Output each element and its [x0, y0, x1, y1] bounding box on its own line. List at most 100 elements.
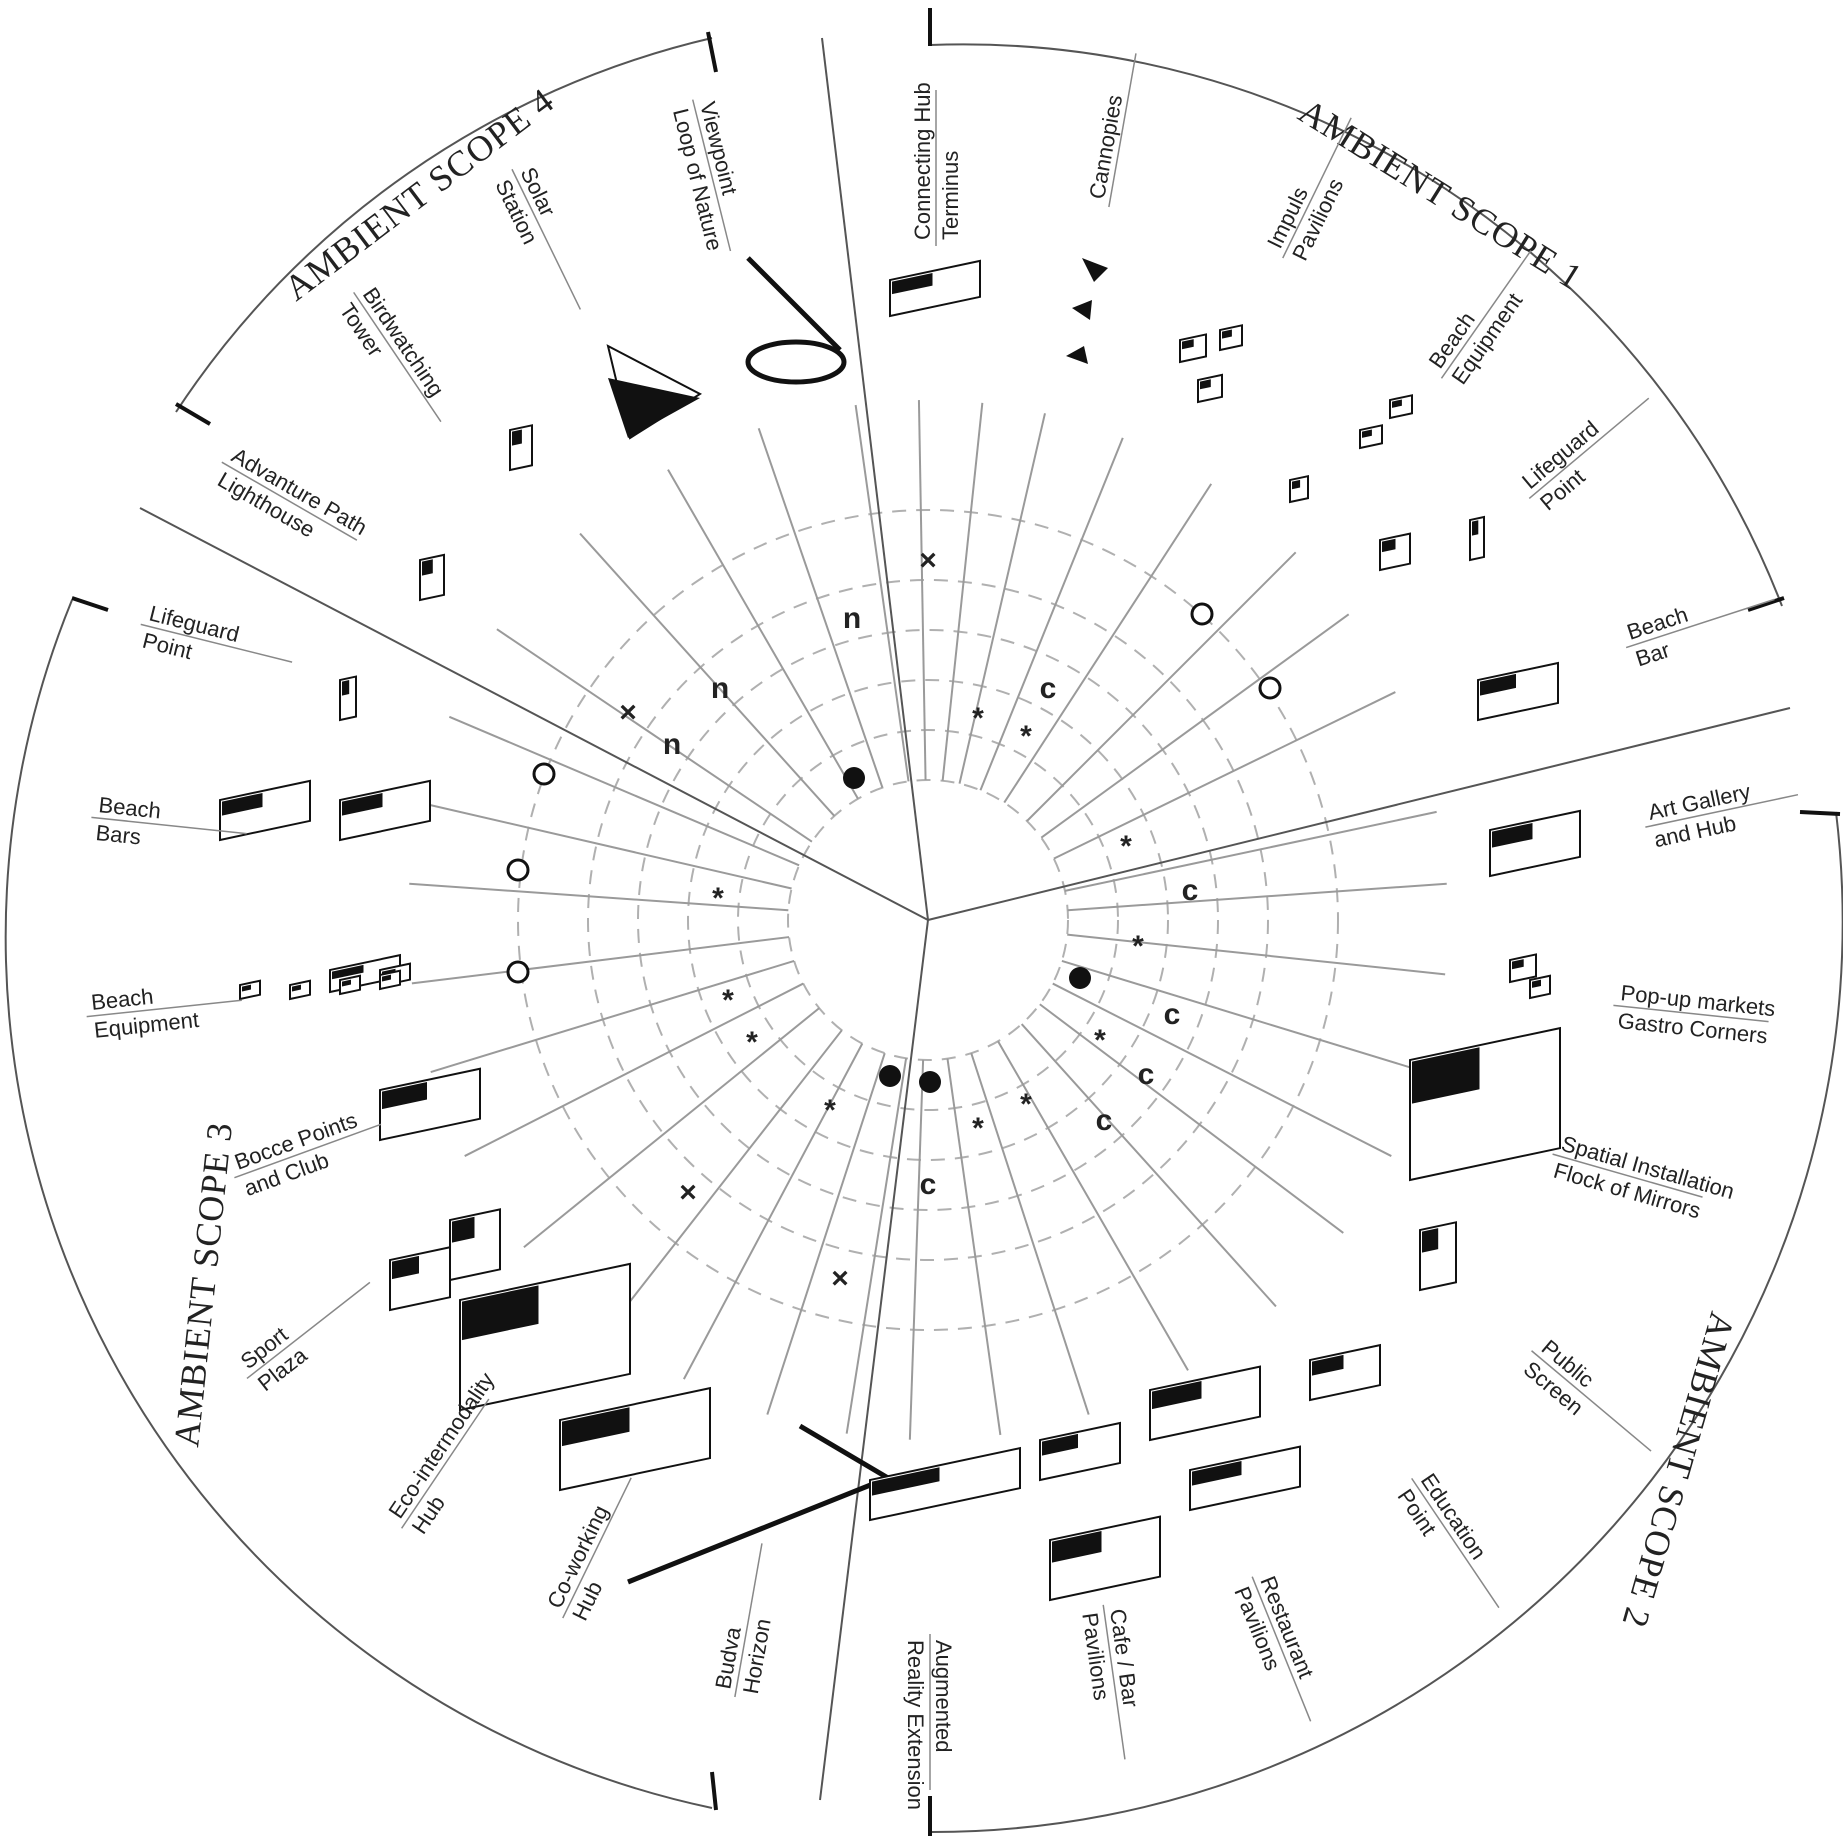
building-shading [562, 1407, 630, 1447]
dashed-rings [517, 509, 1339, 1331]
label-underline [1625, 598, 1775, 649]
building-shading [872, 1467, 940, 1496]
star-marker: * [722, 984, 734, 1017]
label-underline [221, 461, 358, 541]
building-shading [392, 1255, 419, 1280]
star-marker: * [824, 1094, 836, 1127]
ring-1 [787, 779, 1069, 1061]
spoke [958, 413, 1046, 784]
building-shading [382, 974, 391, 982]
spoke [682, 1043, 864, 1380]
bracket-end [71, 596, 109, 612]
label-underline [1613, 1004, 1769, 1023]
building-pictogram [559, 1386, 711, 1492]
building-pictogram [1189, 1445, 1301, 1512]
label-line: Cannopies [1084, 93, 1127, 201]
ring-marker [506, 960, 530, 984]
bracket-end [1799, 810, 1841, 816]
bracket-end [706, 31, 718, 73]
viewpoint-line [746, 256, 842, 352]
solar-station-icon [606, 344, 703, 440]
spoke [766, 1052, 886, 1415]
label-underline [400, 1398, 490, 1529]
label-line: Horizon [738, 1617, 776, 1696]
building-shading [512, 429, 522, 446]
label-underline [353, 291, 442, 423]
building-shading [1512, 959, 1524, 970]
building-shading [242, 984, 251, 992]
building-pictogram [389, 1246, 451, 1312]
spoke [1067, 882, 1447, 912]
bracket-scope-1 [929, 43, 1783, 607]
label-line: Beach [1624, 602, 1691, 645]
filled-dot-marker [1069, 967, 1091, 989]
label-underline [234, 1123, 382, 1179]
label-underline [1282, 117, 1352, 259]
star-marker: * [972, 1112, 984, 1145]
building-shading [1472, 520, 1479, 536]
label-line: Terminus [938, 151, 963, 240]
spoke [411, 936, 790, 985]
ring-6 [517, 509, 1339, 1331]
building-shading [1312, 1354, 1344, 1376]
x-marker: × [919, 544, 937, 577]
building-shading [292, 984, 301, 992]
spoke [845, 1058, 908, 1434]
loop-of-nature [745, 339, 847, 385]
spoke [1020, 1023, 1277, 1308]
scope-2-title: AMBIENT SCOPE 2 [1614, 1308, 1742, 1633]
building-shading [342, 979, 351, 987]
building-shading [342, 680, 350, 696]
building-shading [382, 1082, 427, 1110]
c-marker: c [1182, 874, 1199, 907]
label-underline [91, 816, 247, 835]
c-marker: c [1164, 998, 1181, 1031]
label-underline [1440, 250, 1532, 379]
label-line: Augmented [931, 1640, 956, 1753]
spoke [1053, 691, 1396, 860]
bracket-scope-4 [175, 37, 713, 413]
scope-brackets [4, 37, 1843, 1834]
ring-marker [532, 762, 556, 786]
label-underline [1528, 397, 1650, 500]
building-pictogram [379, 969, 401, 991]
star-marker: * [712, 882, 724, 915]
spoke [941, 402, 984, 781]
spoke [1026, 551, 1297, 822]
label-cannopies: Cannopies [1084, 53, 1137, 208]
building-pictogram [1149, 1365, 1261, 1442]
divider-4-1 [821, 37, 929, 921]
x-marker: × [619, 696, 637, 729]
building-pictogram [449, 1208, 501, 1282]
building-shading [1052, 1531, 1102, 1563]
c-marker: c [1040, 672, 1057, 705]
x-marker: × [831, 1262, 849, 1295]
building-shading [1492, 822, 1533, 848]
label-underline [1251, 1576, 1312, 1722]
ring-2 [737, 729, 1119, 1111]
building-pictogram [219, 779, 311, 842]
label-line: Bars [95, 820, 143, 850]
label-underline [1411, 1477, 1500, 1609]
canopy [1082, 258, 1108, 282]
markers: ×nn×n****c**cc*c*c*c**×× [506, 544, 1282, 1295]
spoke [496, 628, 813, 843]
spoke [1039, 1003, 1344, 1234]
building-shading [1200, 379, 1211, 390]
ring-marker [1190, 602, 1214, 626]
spokes [409, 400, 1447, 1440]
spoke [757, 428, 884, 788]
